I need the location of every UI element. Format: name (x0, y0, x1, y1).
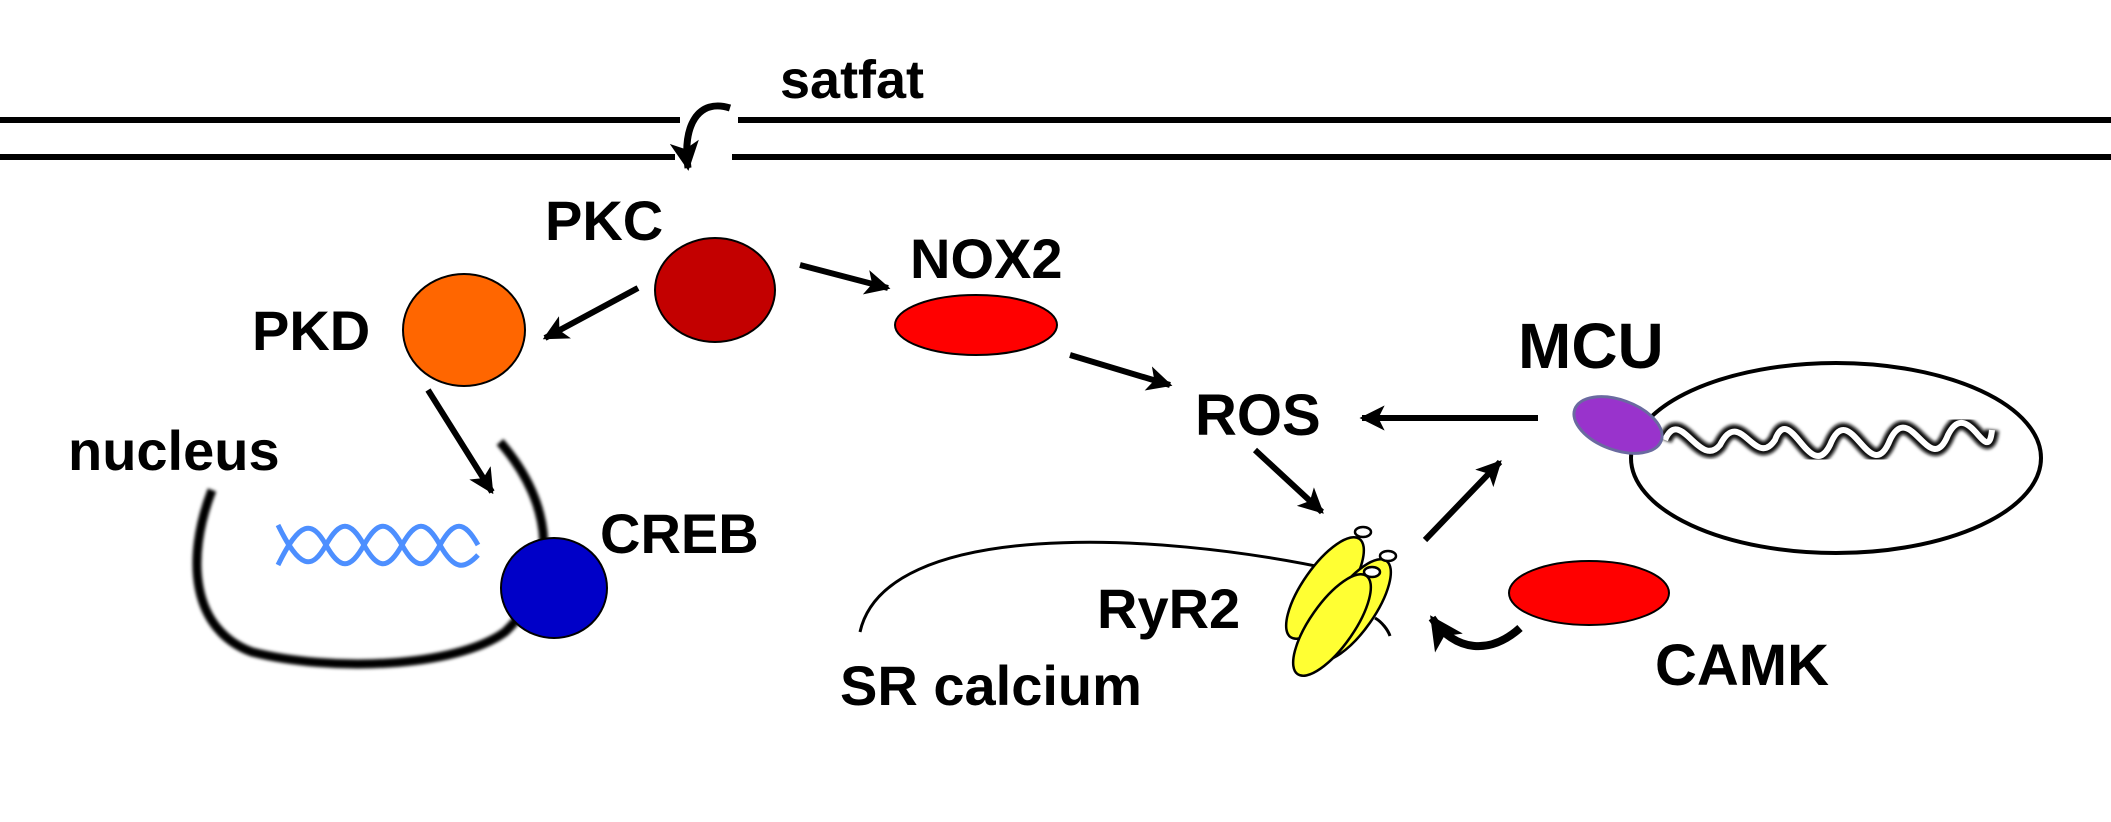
pkc-to-pkd-arrow (542, 285, 640, 341)
ryr2-label: RyR2 (1097, 577, 1240, 640)
camk-node[interactable] (1508, 560, 1670, 626)
camk-label: CAMK (1655, 633, 1829, 698)
nox2-node[interactable] (894, 294, 1058, 356)
mitochondrion (1629, 361, 2043, 555)
nucleus-label: nucleus (68, 419, 280, 482)
satfat-label: satfat (780, 50, 924, 110)
satfat-entry-arrow (669, 102, 732, 171)
pkc-to-nox2-arrow (799, 262, 891, 295)
ryr2-to-mcu-arrow (1422, 459, 1503, 543)
camk-to-ryr2-arrow (1428, 615, 1523, 653)
nox2-to-ros-arrow (1069, 352, 1173, 391)
mcu-node[interactable] (1566, 386, 1670, 464)
ros-to-ryr2-arrow (1252, 447, 1325, 515)
pkd-label: PKD (252, 299, 370, 362)
pkc-node[interactable] (654, 237, 776, 343)
sr-calcium-label: SR calcium (840, 654, 1142, 717)
creb-node[interactable] (500, 537, 608, 639)
creb-label: CREB (600, 502, 759, 565)
nox2-label: NOX2 (910, 227, 1063, 290)
pkd-to-creb-arrow (425, 388, 495, 495)
cell-membrane (0, 117, 2111, 160)
dna-helix-icon (275, 523, 481, 568)
mcu-label: MCU (1518, 310, 1664, 382)
ryr2-channel-icon[interactable] (1273, 525, 1405, 687)
pkd-node[interactable] (402, 273, 526, 387)
sr-membrane (858, 540, 1336, 633)
pkc-label: PKC (545, 189, 663, 252)
ros-label: ROS (1195, 383, 1321, 448)
